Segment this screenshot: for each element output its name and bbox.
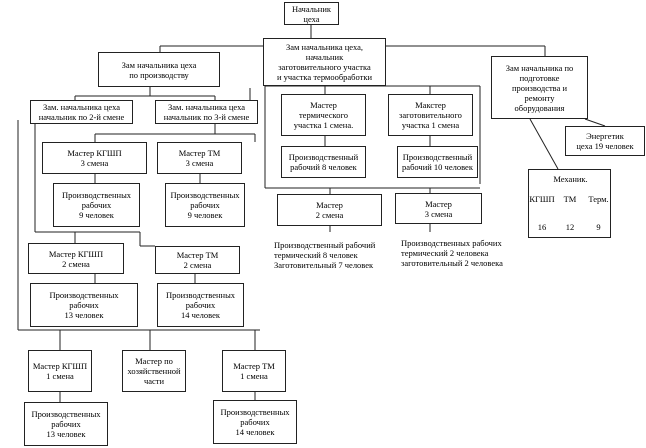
- master-shift-2: Мастер 2 смена: [277, 194, 382, 226]
- master-tm-shift-2: Мастер ТМ 2 смена: [155, 246, 240, 274]
- head-of-shop: Начальник цеха: [284, 2, 339, 25]
- mechanic-val-tm: 12: [565, 222, 575, 232]
- master-kgshp-shift-2: Мастер КГШП 2 смена: [28, 243, 124, 274]
- master-kgshp-shift-1: Мастер КГШП 1 смена: [28, 350, 92, 392]
- energetic-box: Энергетик цеха 19 человек: [565, 126, 645, 156]
- deputy-procurement: Зам начальника цеха, начальник заготовит…: [263, 38, 386, 86]
- workers-shift-2-note: Производственный рабочий термический 8 ч…: [274, 240, 376, 270]
- mechanic-col-tm: ТМ: [563, 194, 577, 204]
- workers-procurement-shift-1: Производственный рабочий 10 человек: [397, 146, 478, 178]
- mechanic-val-term: 9: [596, 222, 601, 232]
- deputy-preparation: Зам начальника по подготовке производств…: [491, 56, 588, 119]
- master-thermal-shift-1: Мастер термического участка 1 смена.: [281, 94, 366, 136]
- workers-kgshp-shift-3: Производственных рабочих 9 человек: [53, 183, 140, 227]
- deputy-shift-3: Зам. начальника цеха начальник по 3-й см…: [155, 100, 258, 124]
- mechanic-title: Механик.: [553, 174, 588, 184]
- mechanic-table: Механик. КГШП ТМ Терм. 16 12 9: [528, 169, 611, 238]
- mechanic-col-kgshp: КГШП: [529, 194, 555, 204]
- mechanic-col-term: Терм.: [588, 194, 609, 204]
- master-kgshp-shift-3: Мастер КГШП 3 смена: [42, 142, 147, 174]
- master-shift-3: Мастер 3 смена: [395, 193, 482, 224]
- workers-tm-shift-2: Производственных рабочих 14 человек: [157, 283, 244, 327]
- workers-kgshp-shift-1: Производственных рабочих 13 человек: [24, 402, 108, 446]
- master-tm-shift-3: Мастер ТМ 3 смена: [157, 142, 242, 174]
- deputy-shift-2: Зам. начальника цеха начальник по 2-й см…: [30, 100, 133, 124]
- workers-tm-shift-1: Производственных рабочих 14 человек: [213, 400, 297, 444]
- workers-kgshp-shift-2: Производственных рабочих 13 человек: [30, 283, 138, 327]
- deputy-production: Зам начальника цеха по производству: [98, 52, 220, 87]
- mechanic-val-kgshp: 16: [537, 222, 547, 232]
- master-tm-shift-1: Мастер ТМ 1 смена: [222, 350, 286, 392]
- workers-thermal-shift-1: Производственный рабочий 8 человек: [281, 146, 366, 178]
- workers-tm-shift-3: Производственных рабочих 9 человек: [165, 183, 245, 227]
- master-procurement-shift-1: Макстер заготовительного участка 1 смена: [388, 94, 473, 136]
- master-household: Мастер по хозяйственной части: [122, 350, 186, 392]
- workers-shift-3-note: Производственных рабочих термический 2 ч…: [401, 238, 503, 268]
